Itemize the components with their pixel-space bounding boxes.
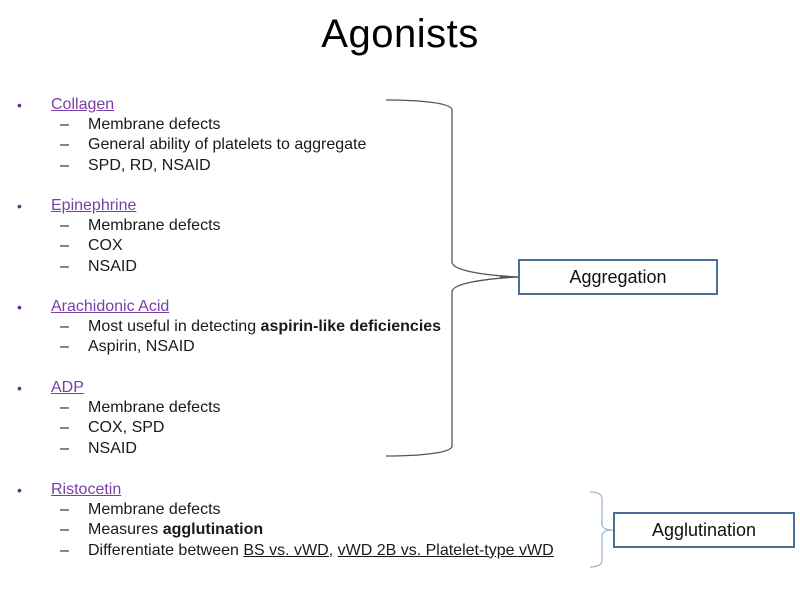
agonist-link-ristocetin[interactable]: Ristocetin — [51, 481, 122, 498]
underlined-term: vWD 2B vs. Platelet-type vWD — [337, 541, 554, 559]
list-item: –Membrane defects — [60, 116, 221, 133]
agonist-heading: • Collagen — [0, 95, 450, 115]
list-item: –COX, SPD — [60, 419, 165, 437]
list-item: –COX — [60, 237, 123, 255]
dash-icon: – — [60, 136, 69, 154]
emphasis: agglutination — [162, 521, 264, 539]
dash-icon: – — [60, 439, 69, 457]
agonist-link-collagen[interactable]: Collagen — [51, 96, 115, 113]
list-item: –Membrane defects — [60, 501, 221, 518]
agonist-heading: • Arachidonic Acid — [0, 297, 450, 317]
agonist-heading: • ADP — [0, 378, 450, 398]
agonist-adp: • ADP –Membrane defects –COX, SPD –NSAID — [0, 378, 450, 459]
list-item: –Differentiate between BS vs. vWD, vWD 2… — [60, 541, 554, 559]
aggregation-box: Aggregation — [518, 259, 718, 295]
agonist-heading: • Epinephrine — [0, 196, 450, 216]
dash-icon: – — [60, 116, 69, 133]
list-item: –NSAID — [60, 257, 137, 275]
list-item: –General ability of platelets to aggrega… — [60, 136, 367, 154]
list-item: –NSAID — [60, 439, 137, 457]
dash-icon: – — [60, 217, 69, 234]
bullet-icon: • — [17, 198, 22, 214]
dash-icon: – — [60, 156, 69, 174]
agonist-link-arachidonic-acid[interactable]: Arachidonic Acid — [51, 298, 170, 315]
agonist-arachidonic-acid: • Arachidonic Acid –Most useful in detec… — [0, 297, 450, 358]
dash-icon: – — [60, 318, 69, 335]
dash-icon: – — [60, 237, 69, 255]
emphasis: aspirin-like deficiencies — [260, 318, 442, 335]
dash-icon: – — [60, 501, 69, 518]
dash-icon: – — [60, 541, 69, 559]
agonist-heading: • Ristocetin — [0, 480, 600, 500]
agonist-collagen: • Collagen –Membrane defects –General ab… — [0, 95, 450, 176]
list-item: –Membrane defects — [60, 217, 221, 234]
bullet-icon: • — [17, 380, 22, 396]
list-item: –Most useful in detecting aspirin-like d… — [60, 318, 442, 335]
dash-icon: – — [60, 257, 69, 275]
list-item: –Aspirin, NSAID — [60, 338, 195, 356]
agonist-link-epinephrine[interactable]: Epinephrine — [51, 197, 137, 214]
agonist-ristocetin: • Ristocetin –Membrane defects –Measures… — [0, 480, 600, 561]
bullet-icon: • — [17, 482, 22, 498]
list-item: –Measures agglutination — [60, 521, 264, 539]
dash-icon: – — [60, 521, 69, 539]
dash-icon: – — [60, 419, 69, 437]
dash-icon: – — [60, 399, 69, 416]
agonist-epinephrine: • Epinephrine –Membrane defects –COX –NS… — [0, 196, 450, 277]
bullet-icon: • — [17, 97, 22, 113]
list-item: –SPD, RD, NSAID — [60, 156, 211, 174]
agglutination-box: Agglutination — [613, 512, 795, 548]
list-item: –Membrane defects — [60, 399, 221, 416]
underlined-term: BS vs. vWD, — [243, 541, 334, 559]
aggregation-label: Aggregation — [569, 267, 667, 287]
bullet-icon: • — [17, 299, 22, 315]
slide-title: Agonists — [321, 12, 479, 56]
agglutination-label: Agglutination — [651, 520, 757, 540]
dash-icon: – — [60, 338, 69, 356]
agonist-link-adp[interactable]: ADP — [51, 379, 84, 396]
